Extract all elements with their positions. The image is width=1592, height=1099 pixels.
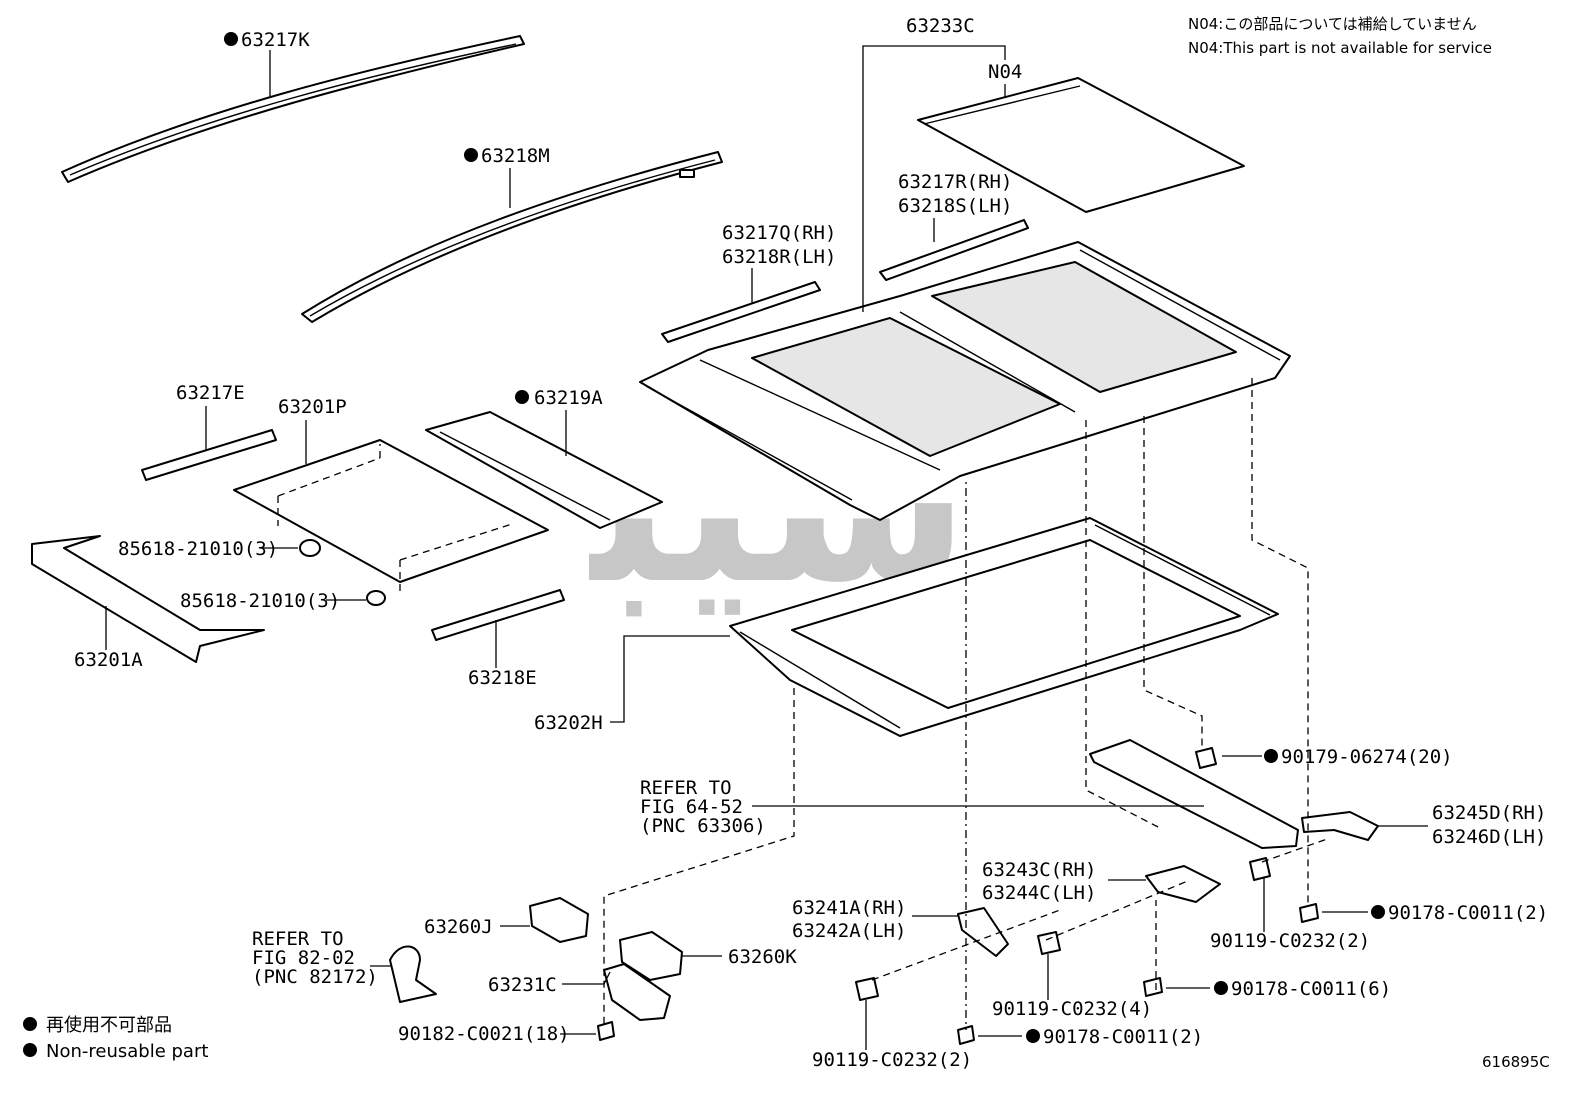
- label-90178-b: 90178-C0011(6): [1231, 978, 1391, 1000]
- bolt-90119-b: [1037, 931, 1061, 955]
- alignment-lines: [603, 378, 1331, 1030]
- strip-63218E: [431, 589, 565, 641]
- note-jp: N04:この部品については補給していません: [1188, 15, 1477, 33]
- legend-en: Non-reusable part: [46, 1041, 208, 1062]
- strip-63217E: [141, 429, 277, 481]
- refer2-line1: REFER TO: [252, 928, 344, 950]
- glass-panel-N04: [917, 77, 1245, 213]
- roof-rail-63218M: [301, 151, 723, 323]
- trim-63201A: [31, 535, 265, 663]
- panel-63201P: [233, 439, 549, 594]
- bracket-63243C: [1145, 865, 1221, 903]
- label-63219A: 63219A: [534, 387, 603, 409]
- note-en: N04:This part is not available for servi…: [1188, 39, 1492, 57]
- label-63217E: 63217E: [176, 382, 245, 404]
- label-63260K: 63260K: [728, 946, 797, 968]
- label-63231C: 63231C: [488, 974, 557, 996]
- label-90119-a: 90119-C0232(2): [1210, 930, 1370, 952]
- bracket-63219A: [425, 411, 663, 529]
- label-63218M: 63218M: [481, 145, 550, 167]
- label-N04: N04: [988, 61, 1022, 83]
- sunroof-housing-63233C: [639, 241, 1291, 521]
- label-63233C: 63233C: [906, 15, 975, 37]
- label-63243C: 63243C(RH): [982, 859, 1096, 881]
- nut-90182: [597, 1021, 615, 1041]
- label-63217Q: 63217Q(RH): [722, 222, 836, 244]
- seal-strip-63217Q: [661, 281, 821, 343]
- label-63201A: 63201A: [74, 649, 143, 671]
- nut-90178-b: [1143, 977, 1163, 997]
- figure-code: 616895C: [1482, 1053, 1550, 1071]
- label-63218R: 63218R(LH): [722, 246, 836, 268]
- legend-jp: 再使用不可部品: [46, 1015, 172, 1036]
- label-63245D: 63245D(RH): [1432, 802, 1546, 824]
- bolt-90119-a: [1249, 857, 1271, 881]
- label-63218S: 63218S(LH): [898, 195, 1012, 217]
- label-63202H: 63202H: [534, 712, 603, 734]
- nut-90179: [1195, 747, 1217, 769]
- refer1-line1: REFER TO: [640, 777, 732, 799]
- bracket-63231C: [603, 963, 671, 1021]
- legend: 再使用不可部品 Non-reusable part: [23, 1015, 208, 1062]
- label-63218E: 63218E: [468, 667, 537, 689]
- arm-63245D: [1301, 811, 1379, 841]
- refer1-line3: (PNC 63306): [640, 815, 766, 837]
- label-85618-b: 85618-21010(3): [180, 590, 340, 612]
- motor-63260K: [619, 931, 683, 981]
- label-90119-b: 90119-C0232(4): [992, 998, 1152, 1020]
- bracket-63241A: [957, 907, 1009, 957]
- label-90178-c: 90178-C0011(2): [1043, 1026, 1203, 1048]
- roof-rail-63217K: [61, 35, 525, 183]
- label-63241A: 63241A(RH): [792, 897, 906, 919]
- refer2-line3: (PNC 82172): [252, 966, 378, 988]
- seal-strip-63217R: [879, 219, 1029, 281]
- refer1-line2: FIG 64-52: [640, 796, 743, 818]
- sunshade-roll: [1089, 739, 1299, 849]
- non-reusable-markers: [224, 32, 1385, 1043]
- motor-63260J: [529, 897, 589, 943]
- label-63201P: 63201P: [278, 396, 347, 418]
- nut-90178-a: [1299, 903, 1319, 923]
- label-90179: 90179-06274(20): [1281, 746, 1453, 768]
- frame-63202H: [729, 517, 1279, 737]
- label-90182: 90182-C0021(18): [398, 1023, 570, 1045]
- label-63217R: 63217R(RH): [898, 171, 1012, 193]
- label-63260J: 63260J: [424, 916, 493, 938]
- label-63244C: 63244C(LH): [982, 882, 1096, 904]
- clip-85618-a: [299, 539, 321, 557]
- cable-fig-82-02: [389, 945, 437, 1003]
- refer2-line2: FIG 82-02: [252, 947, 355, 969]
- clip-85618-b: [366, 590, 386, 606]
- label-63217K: 63217K: [241, 29, 310, 51]
- label-90119-c: 90119-C0232(2): [812, 1049, 972, 1071]
- label-63246D: 63246D(LH): [1432, 826, 1546, 848]
- label-85618-a: 85618-21010(3): [118, 538, 278, 560]
- label-63242A: 63242A(LH): [792, 920, 906, 942]
- nut-90178-c: [957, 1025, 975, 1045]
- label-90178-a: 90178-C0011(2): [1388, 902, 1548, 924]
- bolt-90119-c: [855, 977, 879, 1001]
